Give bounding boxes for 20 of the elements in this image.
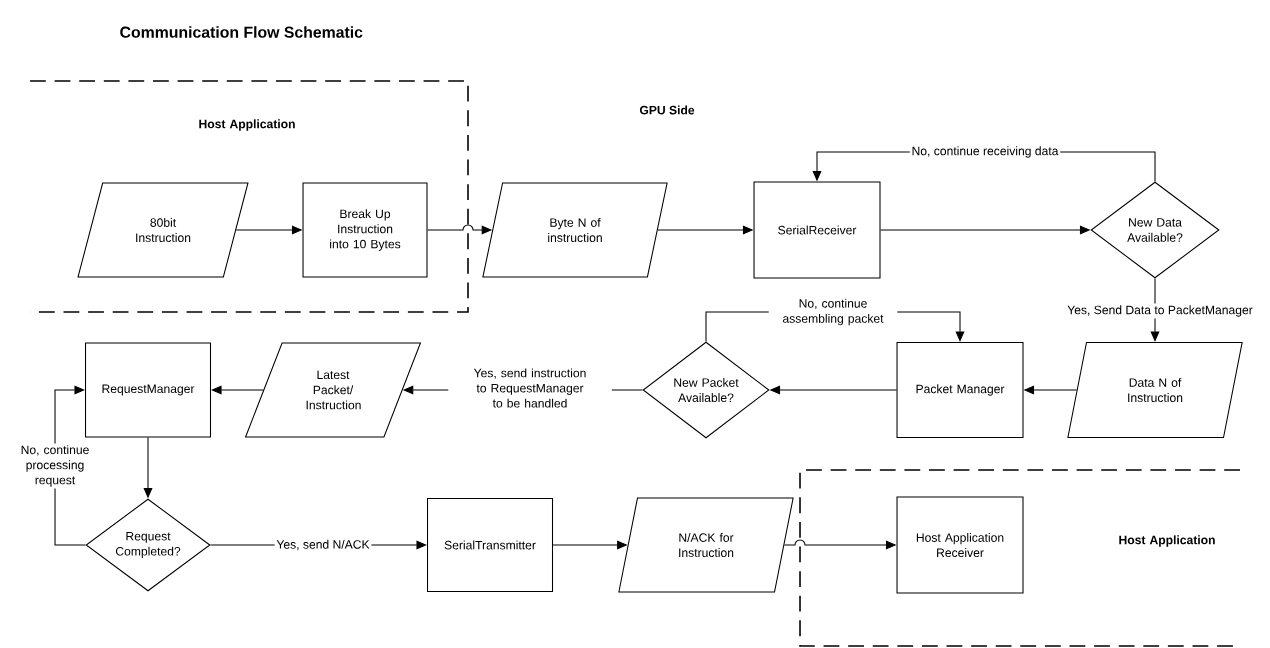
edge-label: No, continue processing request	[10, 443, 100, 489]
data-parallelogram: Byte N of instruction	[482, 182, 668, 278]
arrow	[1150, 278, 1160, 342]
process-box: RequestManager	[85, 342, 212, 438]
edge-label: Yes, send instruction to RequestManager to be handled	[448, 366, 612, 410]
edge-label: No, continue assembling packet	[768, 297, 898, 327]
edge-label: Yes, send N/ACK	[274, 538, 372, 552]
process-box: Host Application Receiver	[896, 496, 1024, 594]
title: Communication Flow Schematic	[120, 26, 363, 38]
process-box: Break Up Instruction into 10 Bytes	[302, 182, 428, 278]
data-parallelogram: N/ACK for Instruction	[618, 497, 794, 593]
edge-label: Yes, Send Data to PacketManager	[1065, 303, 1255, 319]
process-box: SerialTransmitter	[427, 497, 554, 592]
data-parallelogram: 80bit Instruction	[77, 182, 249, 278]
section-label: GPU Side	[639, 105, 695, 115]
edge-label: No, continue receiving data	[909, 144, 1061, 160]
process-box: SerialReceiver	[753, 181, 881, 279]
data-parallelogram: Data N of Instruction	[1067, 341, 1243, 438]
process-box: Packet Manager	[896, 341, 1024, 438]
arrow	[211, 385, 264, 395]
